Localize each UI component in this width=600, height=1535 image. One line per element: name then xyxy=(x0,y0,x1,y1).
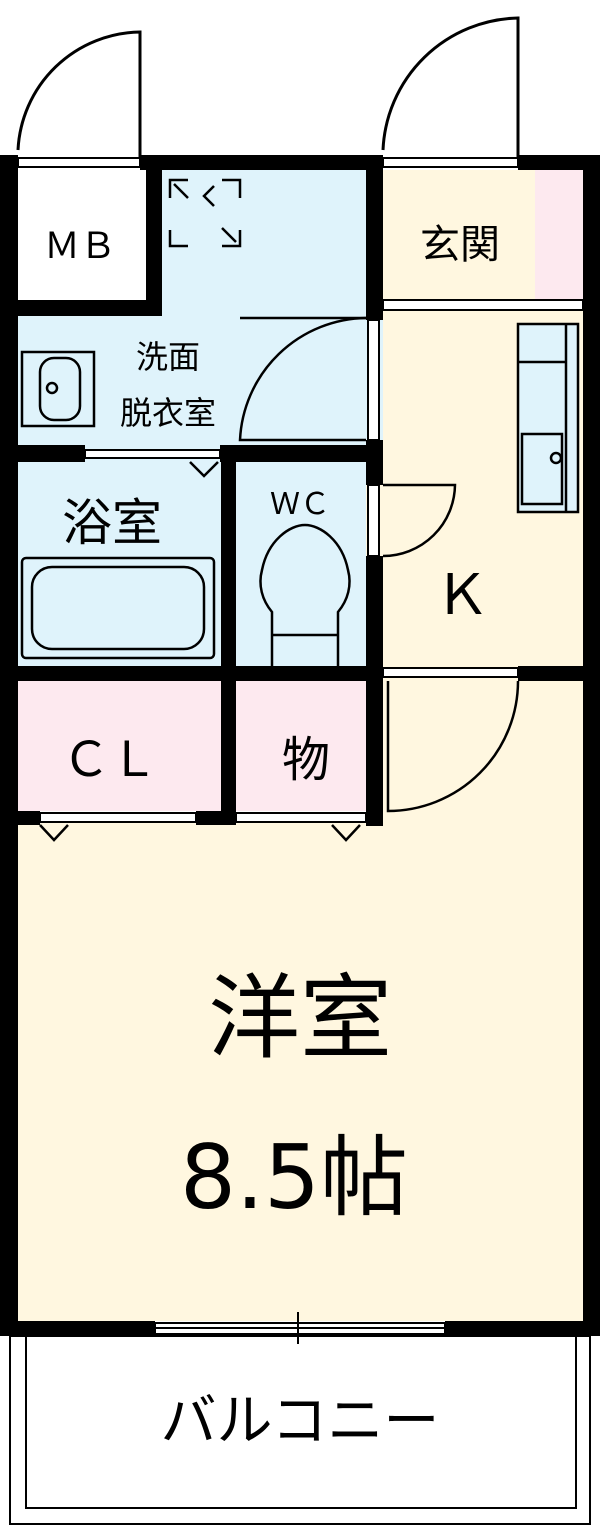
mb-door-swing-icon xyxy=(16,30,142,158)
mb-fill-over xyxy=(18,170,146,300)
senmen-label-1: 洗面 xyxy=(136,338,200,376)
wall-closet-bottom-r xyxy=(366,811,383,825)
mono-fold-door-icon xyxy=(331,824,361,842)
bathtub-icon xyxy=(20,556,216,660)
toilet-icon xyxy=(259,523,351,666)
wall-bottom-right xyxy=(445,1321,600,1336)
walls xyxy=(0,155,600,1336)
mono-door-frame xyxy=(235,812,367,823)
youshitsu-label: 洋室 xyxy=(208,965,392,1072)
inner-doors xyxy=(39,316,520,842)
wash-basin-icon xyxy=(20,350,96,428)
mono-fill xyxy=(236,681,369,811)
wall-center-upper xyxy=(366,170,383,320)
cl-door-frame xyxy=(39,812,197,823)
cl-fill xyxy=(18,681,221,811)
wall-left xyxy=(0,155,18,1336)
genkan-fill xyxy=(383,170,535,300)
yokushitsu-label: 浴室 xyxy=(62,494,162,552)
balcony-outline xyxy=(9,1335,591,1525)
senmen-door-frame xyxy=(367,319,380,441)
kitchen-door-frame xyxy=(367,484,380,557)
hall-door-frame xyxy=(382,667,519,678)
balcony-window xyxy=(154,1312,446,1344)
wall-mb-bottom xyxy=(18,300,162,316)
frames xyxy=(17,157,584,823)
genkan-label: 玄関 xyxy=(420,222,500,268)
bath-fold-door-icon xyxy=(189,461,219,478)
senmen-label-2: 脱衣室 xyxy=(120,394,216,432)
entrance-door-swing-icon xyxy=(381,16,520,158)
hall-fill xyxy=(383,681,583,821)
cl-label: ＣＬ xyxy=(62,732,158,788)
kitchen-label: Ｋ xyxy=(434,563,490,628)
wall-right xyxy=(583,155,600,1336)
kitchen-sink-icon xyxy=(516,322,580,514)
mono-label: 物 xyxy=(282,732,330,788)
mb-door-frame xyxy=(17,157,141,168)
bath-fill xyxy=(18,462,221,666)
wall-closet-bottom-l xyxy=(0,811,40,825)
balcony-inner-outline xyxy=(25,1335,577,1509)
wall-bath-wc xyxy=(221,445,236,825)
wall-bottom-left xyxy=(0,1321,155,1336)
top-doors xyxy=(16,16,520,158)
wall-top-right xyxy=(518,155,600,170)
fixtures xyxy=(20,178,580,666)
washing-machine-space-icon xyxy=(168,178,242,248)
mb-label: ＭＢ xyxy=(44,226,116,267)
wall-center-lower xyxy=(366,556,383,826)
wall-top-mid xyxy=(140,155,383,170)
kitchen-door-swing-icon xyxy=(382,483,457,558)
hall-door-swing-icon xyxy=(386,680,520,813)
wc-label: ＷＣ xyxy=(270,487,330,522)
entrance-door-frame xyxy=(382,157,519,168)
youshitsu-size: 8.5帖 xyxy=(180,1126,408,1229)
senmen-door-swing-icon xyxy=(238,316,367,442)
wall-closet-bottom-m xyxy=(196,811,236,825)
wc-fill xyxy=(236,462,374,666)
cl-fold-door-left-icon xyxy=(39,824,69,842)
room-labels: ＭＢ 玄関 洗面 脱衣室 浴室 ＷＣ Ｋ ＣＬ 物 洋室 8.5帖 バルコニー xyxy=(44,222,500,1454)
genkan-step-frame xyxy=(382,299,584,311)
bath-door-frame xyxy=(84,449,221,459)
balcony xyxy=(9,1312,591,1525)
youshitsu-fill xyxy=(18,821,583,1321)
wc-door-gap xyxy=(270,650,340,666)
balcony-label: バルコニー xyxy=(161,1389,440,1454)
genkan-step-fill xyxy=(535,170,583,300)
wall-mb-right xyxy=(146,170,162,316)
